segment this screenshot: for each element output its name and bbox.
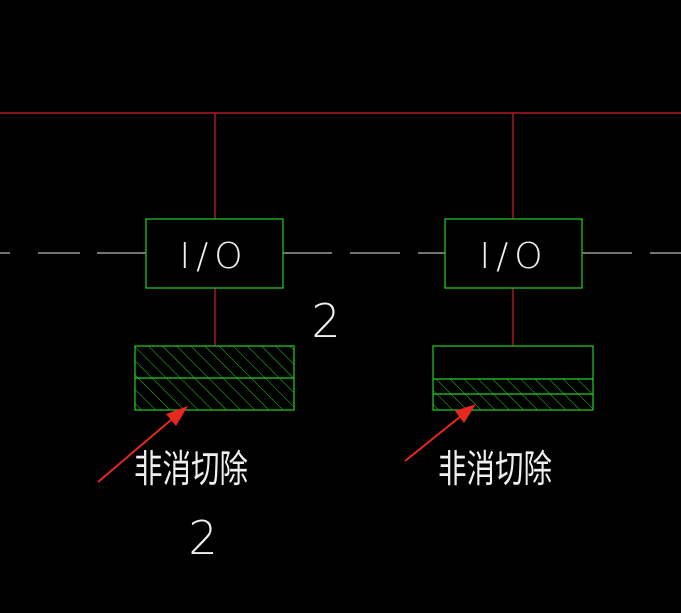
right-io-box xyxy=(444,218,583,289)
left-io-label: I/O xyxy=(179,236,248,277)
left-io-box xyxy=(145,218,284,289)
left-arrow xyxy=(97,406,188,483)
right-annotation: 非消切除 xyxy=(438,447,552,491)
right-hatched-block xyxy=(432,345,594,411)
left-hatched-block xyxy=(134,345,295,411)
bottom-number-label: 2 xyxy=(188,511,217,565)
left-annotation: 非消切除 xyxy=(134,447,248,491)
right-arrow xyxy=(404,404,476,462)
left-number-label: 2 xyxy=(311,294,340,348)
right-io-label: I/O xyxy=(479,236,548,277)
